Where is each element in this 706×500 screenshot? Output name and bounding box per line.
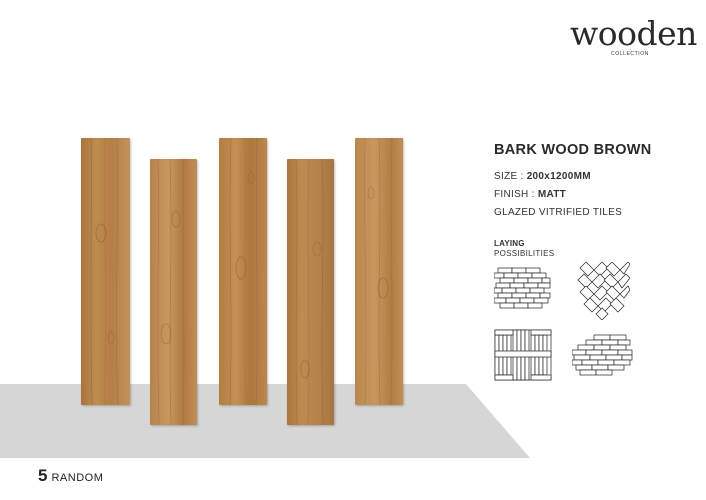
size-spec: SIZE : 200x1200MM: [494, 171, 694, 183]
wood-tile-2: [150, 159, 197, 425]
brand-logo: wooden COLLECTION: [570, 14, 697, 58]
offset-plank-pattern-icon: [572, 333, 634, 379]
herringbone-pattern-icon: [574, 262, 630, 320]
laying-title: LAYING: [494, 239, 525, 248]
finish-value: MATT: [537, 189, 567, 200]
product-name: BARK WOOD BROWN: [494, 142, 652, 158]
laying-subtitle: POSSIBILITIES: [494, 249, 555, 258]
logo-subtitle: COLLECTION: [611, 51, 649, 57]
finish-label: FINISH :: [494, 189, 535, 200]
size-value: 200x1200MM: [526, 171, 591, 182]
wood-tile-1: [81, 138, 130, 405]
laying-heading: LAYING POSSIBILITIES: [494, 239, 554, 259]
tile-type: GLAZED VITRIFIED TILES: [494, 207, 623, 218]
wood-tile-4: [287, 159, 334, 425]
size-label: SIZE :: [494, 171, 524, 182]
variation-number: 5: [38, 466, 48, 485]
product-info: BARK WOOD BROWN SIZE : 200x1200MM FINISH…: [494, 142, 694, 219]
logo-wordmark: wooden: [570, 14, 697, 53]
brick-staggered-pattern-icon: [494, 266, 552, 314]
finish-spec: FINISH : MATT: [494, 189, 694, 201]
wood-tile-5: [355, 138, 403, 405]
basketweave-pattern-icon: [494, 329, 552, 381]
variation-label: RANDOM: [51, 472, 104, 484]
wood-tile-3: [219, 138, 267, 405]
